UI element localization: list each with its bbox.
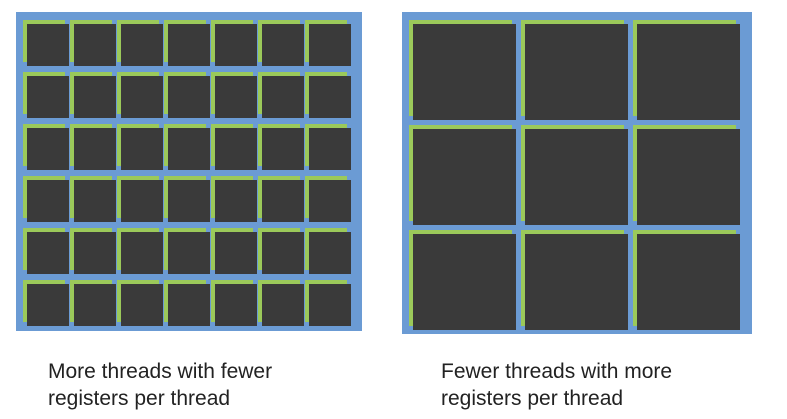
thread-cell (164, 20, 210, 66)
caption-few-threads: Fewer threads with more registers per th… (441, 358, 672, 412)
thread-cell (521, 230, 628, 330)
caption-line: More threads with fewer (48, 360, 273, 383)
thread-cell (633, 20, 740, 120)
thread-cell (164, 72, 210, 118)
thread-cell (164, 176, 210, 222)
thread-cell (258, 20, 304, 66)
thread-cell (23, 176, 69, 222)
register-file-frame (16, 12, 372, 341)
caption-line: registers per thread (441, 387, 624, 410)
thread-cell (117, 124, 163, 170)
thread-cell (164, 228, 210, 274)
thread-cell (305, 228, 351, 274)
caption-line: registers per thread (48, 387, 231, 410)
thread-cell (117, 280, 163, 326)
thread-cell (258, 176, 304, 222)
thread-cell (23, 20, 69, 66)
thread-cell (409, 125, 516, 225)
thread-grid-few (409, 20, 740, 330)
register-file-frame (402, 12, 762, 344)
few-threads-diagram (402, 12, 762, 344)
thread-cell (409, 20, 516, 120)
thread-cell (164, 280, 210, 326)
thread-cell (70, 124, 116, 170)
caption-many-threads: More threads with fewer registers per th… (48, 358, 272, 412)
thread-cell (305, 280, 351, 326)
thread-grid-many (23, 20, 351, 326)
thread-cell (258, 280, 304, 326)
thread-cell (23, 280, 69, 326)
thread-cell (117, 176, 163, 222)
thread-cell (70, 72, 116, 118)
thread-cell (409, 230, 516, 330)
thread-cell (164, 124, 210, 170)
thread-cell (70, 176, 116, 222)
thread-cell (521, 125, 628, 225)
thread-cell (305, 124, 351, 170)
thread-cell (23, 228, 69, 274)
thread-cell (633, 230, 740, 330)
thread-cell (117, 72, 163, 118)
thread-cell (211, 228, 257, 274)
thread-cell (23, 124, 69, 170)
thread-cell (211, 280, 257, 326)
thread-cell (521, 20, 628, 120)
thread-cell (305, 176, 351, 222)
thread-cell (305, 72, 351, 118)
thread-cell (211, 20, 257, 66)
thread-cell (633, 125, 740, 225)
thread-cell (23, 72, 69, 118)
thread-cell (258, 72, 304, 118)
thread-cell (70, 20, 116, 66)
thread-cell (117, 20, 163, 66)
thread-cell (211, 176, 257, 222)
thread-cell (117, 228, 163, 274)
thread-cell (305, 20, 351, 66)
thread-cell (70, 280, 116, 326)
thread-cell (211, 72, 257, 118)
many-threads-diagram (16, 12, 372, 341)
thread-cell (211, 124, 257, 170)
thread-cell (258, 228, 304, 274)
caption-line: Fewer threads with more (441, 360, 673, 383)
thread-cell (70, 228, 116, 274)
thread-cell (258, 124, 304, 170)
